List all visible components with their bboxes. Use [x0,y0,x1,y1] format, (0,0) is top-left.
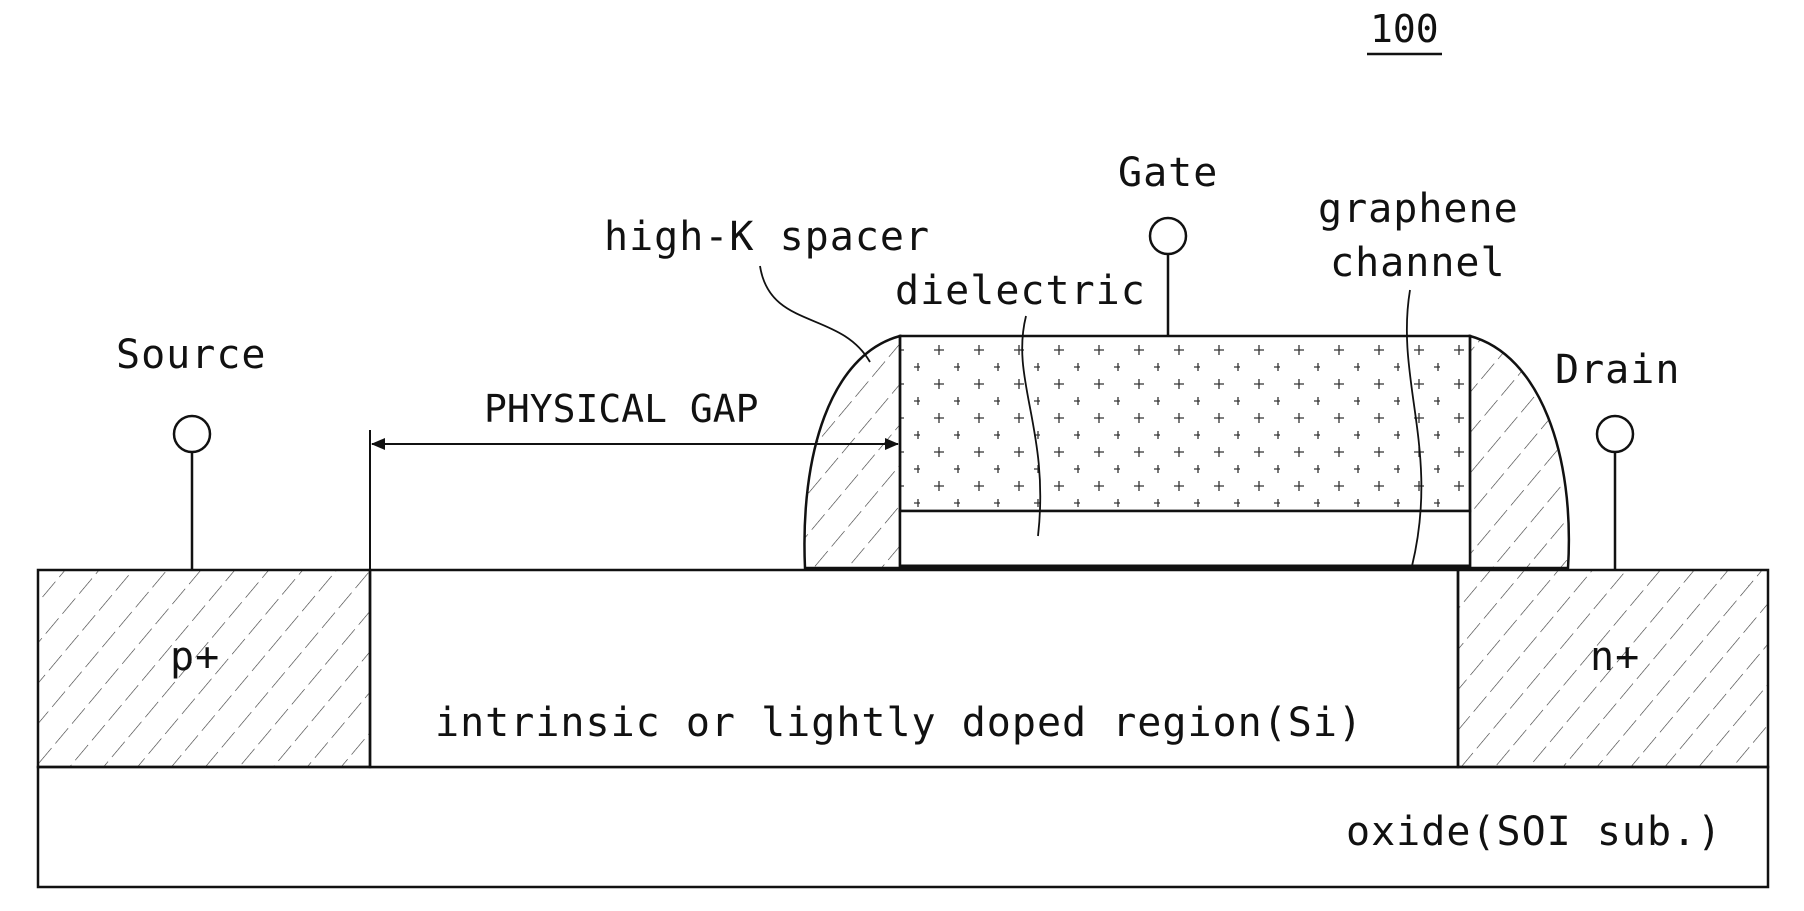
n-plus-label: n+ [1590,634,1640,680]
intrinsic-region-label: intrinsic or lightly doped region(Si) [435,700,1363,746]
figure-number: 100 [1370,7,1439,51]
high-k-spacer-label: high-K spacer [604,214,930,260]
source-label: Source [116,332,267,378]
high-k-spacer-leader [759,265,871,363]
p-plus-label: p+ [170,634,220,680]
drain-terminal-icon [1595,414,1635,454]
graphene-channel-leader [1405,289,1423,567]
dielectric-leader [1021,315,1042,537]
gate-dielectric-block [898,334,1472,513]
n-plus-region [1456,568,1770,769]
oxide-substrate-label: oxide(SOI sub.) [1346,809,1722,855]
drain-label: Drain [1555,347,1680,393]
intrinsic-region [368,568,1460,769]
oxide-substrate [36,765,1770,889]
graphene-channel-label-line2: channel [1330,240,1506,286]
high-k-spacer-right [1468,334,1571,570]
gate-terminal-icon [1148,216,1188,256]
physical-gap-label: PHYSICAL GAP [484,387,759,431]
gate-label: Gate [1118,150,1218,196]
graphene-channel-label-line1: graphene [1318,186,1519,232]
source-terminal-icon [172,414,212,454]
p-plus-region [36,568,372,769]
dielectric-label: dielectric [895,268,1146,314]
high-k-spacer-left [803,334,902,570]
dielectric-lower-layer [898,509,1472,568]
